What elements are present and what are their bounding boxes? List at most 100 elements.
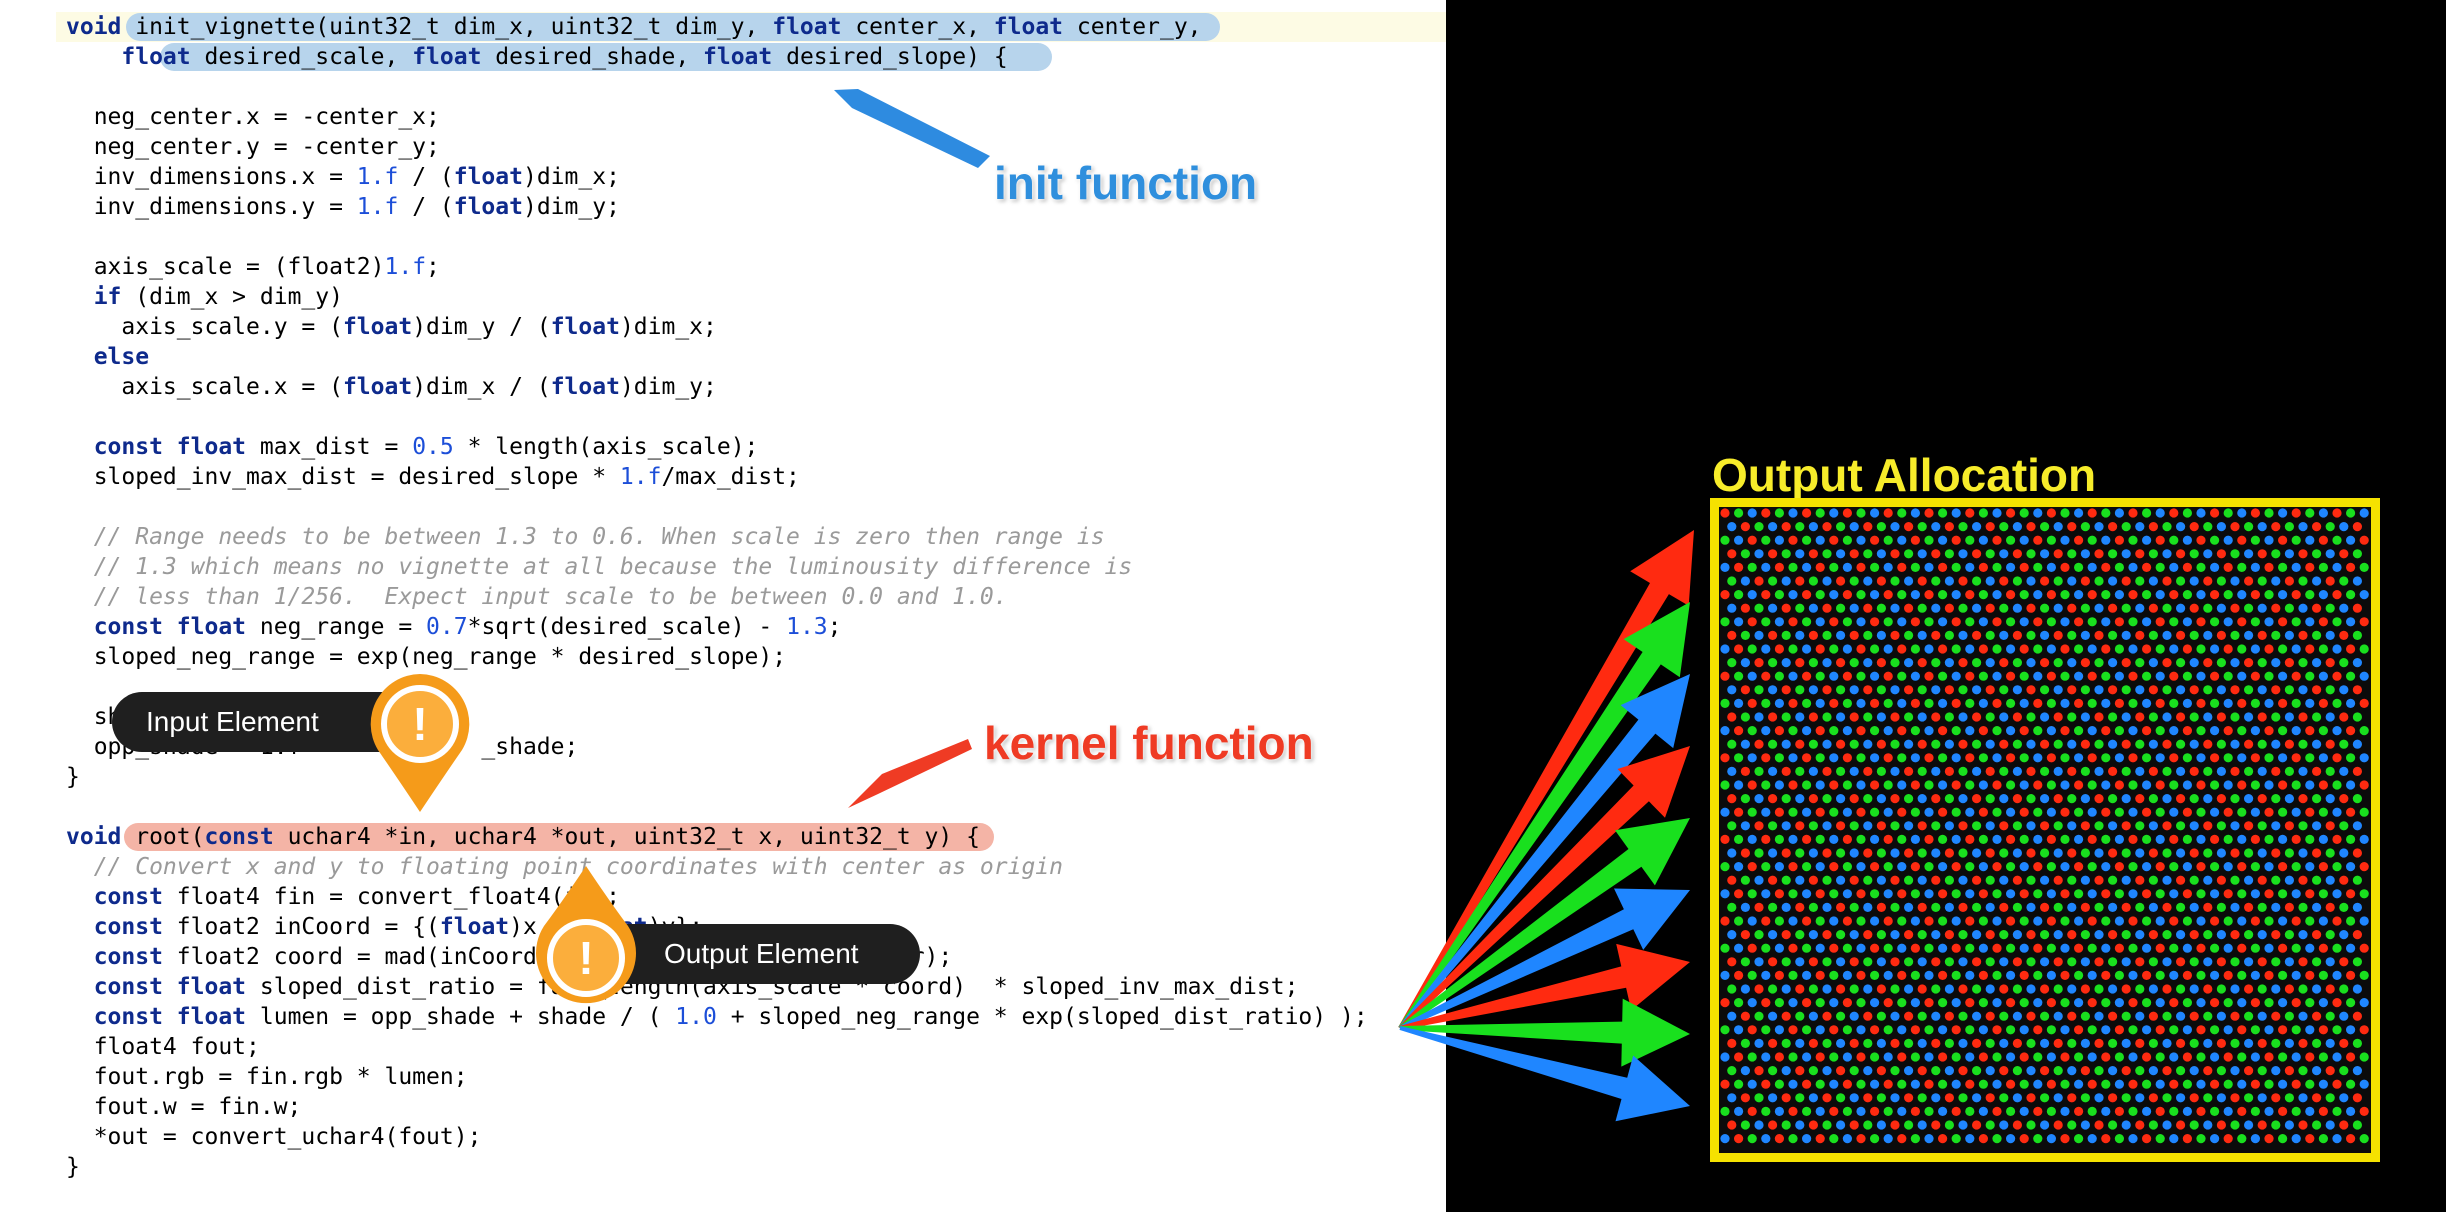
allocation-element-dot [1985,658,1995,668]
allocation-element-dot [1761,998,1771,1008]
allocation-element-dot [2210,617,2220,627]
allocation-element-dot [1740,848,1750,858]
allocation-element-dot [1808,549,1818,559]
allocation-element-dot [2040,875,2050,885]
allocation-element-dot [1808,1120,1818,1130]
allocation-element-dot [1788,780,1798,790]
allocation-element-dot [2298,848,2308,858]
allocation-element-dot [1836,1011,1846,1021]
allocation-element-dot [2040,549,2050,559]
allocation-element-dot [2305,535,2315,545]
allocation-element-dot [1904,712,1914,722]
allocation-element-dot [2019,644,2029,654]
allocation-element-dot [2352,603,2362,613]
allocation-element-dot [1849,957,1859,967]
code-token: neg_range = [246,614,427,640]
allocation-element-dot [2318,671,2328,681]
allocation-element-dot [2067,739,2077,749]
allocation-element-dot [2176,875,2186,885]
allocation-element-dot [2162,821,2172,831]
code-token: center_y, [1063,14,1202,40]
allocation-element-dot [2169,726,2179,736]
allocation-element-dot [2012,522,2022,532]
allocation-element-dot [1754,1120,1764,1130]
allocation-element-dot [2284,630,2294,640]
allocation-element-dot [2121,1120,2131,1130]
allocation-element-dot [2278,1079,2288,1089]
allocation-element-dot [2040,1093,2050,1103]
allocation-element-dot [2142,617,2152,627]
allocation-element-dot [1978,943,1988,953]
allocation-element-dot [2271,712,2281,722]
allocation-element-dot [1720,1052,1730,1062]
allocation-element-dot [1965,535,1975,545]
allocation-element-dot [2346,671,2356,681]
allocation-element-dot [1836,603,1846,613]
allocation-element-dot [1734,671,1744,681]
allocation-element-dot [2346,889,2356,899]
allocation-element-dot [1883,998,1893,1008]
allocation-element-dot [2305,1079,2315,1089]
allocation-element-dot [2148,1011,2158,1021]
allocation-element-dot [2278,726,2288,736]
code-token: axis_scale.y = ( [66,314,343,340]
allocation-element-dot [1917,1066,1927,1076]
allocation-element-dot [1958,576,1968,586]
allocation-element-dot [1890,1093,1900,1103]
allocation-element-dot [2094,1038,2104,1048]
allocation-element-dot [1829,617,1839,627]
allocation-element-dot [1856,617,1866,627]
allocation-element-dot [1917,984,1927,994]
allocation-element-dot [2257,576,2267,586]
allocation-element-dot [1815,862,1825,872]
allocation-element-dot [2298,984,2308,994]
allocation-element-dot [2033,1052,2043,1062]
allocation-element-dot [2101,862,2111,872]
allocation-element-dot [2244,930,2254,940]
allocation-element-dot [2169,1134,2179,1144]
allocation-element-dot [2325,739,2335,749]
allocation-element-dot [2121,930,2131,940]
code-token: // Range needs to be between 1.3 to 0.6.… [66,524,1105,550]
allocation-element-dot [1808,848,1818,858]
allocation-element-dot [2305,970,2315,980]
allocation-element-dot [2176,1011,2186,1021]
exclamation-icon: ! [412,698,427,750]
allocation-element-dot [2271,1093,2281,1103]
fan-arrow-red [1398,746,1690,1030]
allocation-element-dot [1788,1052,1798,1062]
allocation-element-dot [2108,821,2118,831]
allocation-element-dot [2060,535,2070,545]
allocation-element-dot [2325,848,2335,858]
allocation-element-dot [1781,549,1791,559]
allocation-element-dot [2291,780,2301,790]
allocation-element-dot [2257,875,2267,885]
allocation-element-dot [1747,970,1757,980]
allocation-element-dot [2325,630,2335,640]
allocation-element-dot [2148,685,2158,695]
allocation-element-dot [2230,630,2240,640]
allocation-element-dot [2250,508,2260,518]
allocation-element-dot [2305,780,2315,790]
allocation-element-dot [2026,848,2036,858]
allocation-element-dot [1917,712,1927,722]
allocation-element-dot [2155,753,2165,763]
allocation-element-dot [2230,576,2240,586]
allocation-element-dot [2244,739,2254,749]
allocation-element-dot [2135,630,2145,640]
allocation-element-dot [1863,576,1873,586]
allocation-element-dot [2189,848,2199,858]
allocation-element-dot [1938,970,1948,980]
allocation-element-dot [2040,522,2050,532]
code-line: float4 fout; [66,1032,1368,1062]
allocation-element-dot [2033,916,2043,926]
allocation-element-dot [2169,807,2179,817]
allocation-element-dot [2148,875,2158,885]
allocation-element-dot [2176,902,2186,912]
allocation-element-dot [2114,1106,2124,1116]
allocation-element-dot [1917,1011,1927,1021]
allocation-element-dot [2271,1038,2281,1048]
allocation-element-dot [2312,821,2322,831]
allocation-element-dot [2230,794,2240,804]
allocation-element-dot [1788,807,1798,817]
